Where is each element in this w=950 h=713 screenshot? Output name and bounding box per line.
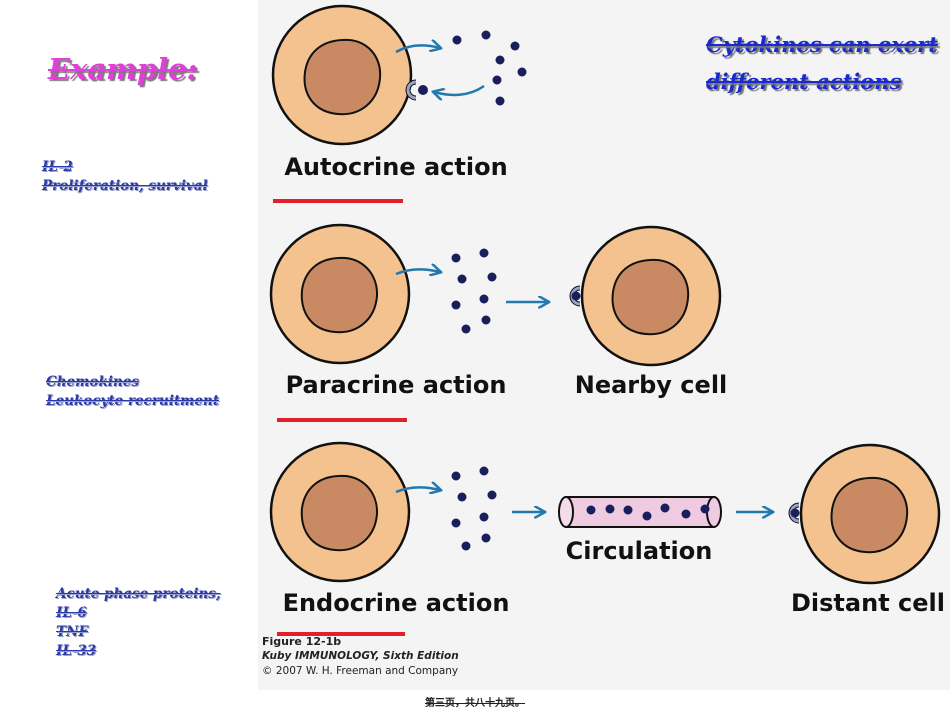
- annotation-line: Proliferation, survival: [42, 178, 208, 194]
- paracrine-label: Paracrine action: [286, 371, 507, 399]
- example-heading: Example:: [48, 52, 198, 86]
- paracrine-annotation: Chemokines Leukocyte recruitment: [46, 373, 219, 411]
- blood-vessel: [558, 496, 722, 528]
- figure-number: Figure 12-1b: [262, 635, 341, 648]
- endocrine-secreting-cell: [269, 441, 411, 583]
- slide-title-line: different actions: [706, 69, 902, 94]
- slide-title-line: Cytokines can exert: [706, 32, 938, 57]
- secretion-arrow-icon: [395, 269, 440, 274]
- secretion-arrow-icon: [395, 45, 440, 54]
- nearby-cell: [580, 225, 722, 367]
- autocrine-annotation: IL-2 Proliferation, survival: [42, 158, 208, 196]
- annotation-line: IL-2: [42, 159, 73, 175]
- secretion-arrow-icon: [395, 487, 440, 492]
- endocrine-label: Endocrine action: [283, 589, 510, 617]
- distant-cell: [799, 443, 941, 585]
- receptor-icon: [405, 79, 428, 101]
- endocrine-annotation: Acute phase proteins, IL-6 TNF IL-33: [56, 585, 221, 661]
- page-footer: 第三页，共八十九页。: [425, 698, 525, 709]
- annotation-line: TNF: [56, 624, 88, 640]
- distant-cell-label: Distant cell: [791, 589, 945, 617]
- red-underline: [277, 418, 407, 422]
- cytokine-dots: [452, 30, 527, 106]
- annotation-line: Acute phase proteins,: [56, 586, 221, 602]
- autocrine-cell: [271, 4, 413, 146]
- slide-title: Cytokines can exert different actions: [706, 26, 938, 100]
- annotation-line: Chemokines: [46, 374, 139, 390]
- circulation-label: Circulation: [566, 537, 713, 565]
- cytokine-dots: [451, 466, 497, 551]
- receptor-icon: [788, 502, 800, 524]
- book-title: Kuby IMMUNOLOGY, Sixth Edition: [262, 650, 459, 662]
- receptor-icon: [569, 285, 581, 307]
- cytokine-dots: [451, 248, 497, 334]
- red-underline: [277, 632, 405, 636]
- annotation-line: IL-6: [56, 605, 87, 621]
- binding-arrow-icon: [434, 84, 485, 95]
- autocrine-label: Autocrine action: [284, 153, 507, 181]
- nearby-cell-label: Nearby cell: [575, 371, 728, 399]
- red-underline: [273, 199, 403, 203]
- paracrine-secreting-cell: [269, 223, 411, 365]
- annotation-line: Leukocyte recruitment: [46, 393, 219, 409]
- copyright: © 2007 W. H. Freeman and Company: [262, 665, 458, 677]
- annotation-line: IL-33: [56, 643, 97, 659]
